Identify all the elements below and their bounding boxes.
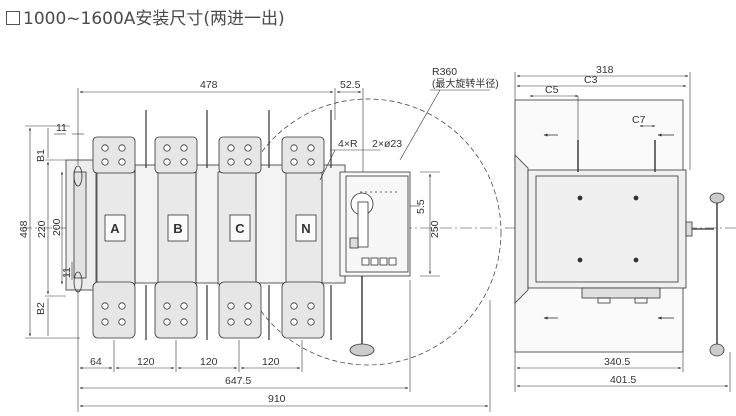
dim-52-5: 52.5 [340, 79, 361, 91]
dim-340-5: 340.5 [604, 356, 630, 368]
dim-220: 220 [36, 220, 48, 238]
dim-401-5: 401.5 [610, 374, 636, 386]
dim-11-side: 11 [61, 267, 73, 278]
dim-11-top: 11 [56, 122, 67, 134]
dim-c7: C7 [632, 114, 646, 126]
front-view [20, 98, 502, 366]
mounting-slot-top [73, 165, 83, 187]
dim-120-c: 120 [262, 356, 280, 368]
dim-holes-4r: 4×R [338, 138, 358, 150]
phase-c: C [235, 221, 245, 236]
side-dimension-labels: 318 C3 C5 C7 340.5 401.5 [545, 64, 646, 386]
dim-b2: B2 [35, 302, 47, 315]
phase-n: N [301, 221, 310, 236]
dim-c5: C5 [545, 84, 559, 96]
front-dimensions [25, 88, 491, 412]
dim-b1: B1 [35, 149, 47, 162]
dim-318: 318 [596, 64, 614, 76]
side-dimensions [514, 72, 731, 392]
side-body [527, 169, 687, 289]
dim-647-5: 647.5 [225, 375, 251, 387]
dim-200: 200 [51, 218, 63, 236]
dim-120-b: 120 [200, 356, 218, 368]
indicator-squares [361, 257, 397, 266]
checkbox-square-icon [6, 11, 20, 25]
dim-120-a: 120 [137, 356, 155, 368]
handle-grip [349, 343, 375, 357]
radius-note: R360 [432, 66, 457, 78]
dim-478: 478 [200, 79, 218, 91]
diagram-title: 1000~1600A安装尺寸(两进一出) [6, 4, 285, 29]
side-view [505, 99, 736, 357]
dim-250: 250 [429, 220, 441, 238]
phase-label-blocks [104, 214, 317, 242]
dim-64: 64 [90, 356, 102, 368]
bottom-terminals [92, 281, 325, 339]
dim-holes-2-d23: 2×ø23 [372, 138, 402, 150]
front-dimension-labels: 478 52.5 11 B1 468 220 200 11 B2 64 120 … [18, 66, 499, 405]
dim-468: 468 [18, 220, 30, 238]
phase-a: A [110, 221, 120, 236]
dim-5-5: 5.5 [415, 199, 427, 214]
title-text: 1000~1600A安装尺寸(两进一出) [23, 9, 285, 29]
dim-910: 910 [268, 393, 286, 405]
dim-c3: C3 [584, 74, 598, 86]
terminal-bolts [101, 144, 315, 326]
phase-b: B [173, 221, 182, 236]
phase-letters: A B C N [110, 221, 310, 236]
radius-note-sub: (最大旋转半径) [432, 77, 499, 90]
